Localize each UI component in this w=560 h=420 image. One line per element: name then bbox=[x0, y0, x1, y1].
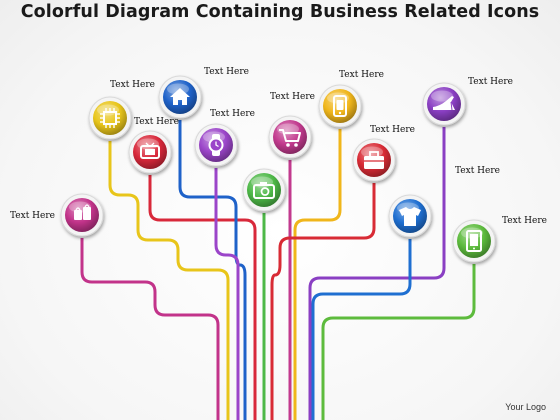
page-title: Colorful Diagram Containing Business Rel… bbox=[20, 2, 540, 22]
connector-line-4 bbox=[178, 120, 247, 420]
node-label-10: Text Here bbox=[468, 77, 513, 87]
node-label-1: Text Here bbox=[10, 211, 55, 221]
connector-line-12 bbox=[321, 264, 476, 420]
node-7 bbox=[268, 115, 312, 159]
logo-placeholder: Your Logo bbox=[505, 402, 546, 412]
tv-icon bbox=[140, 142, 160, 159]
node-label-12: Text Here bbox=[502, 216, 547, 226]
node-6 bbox=[242, 168, 286, 212]
connector-line-8 bbox=[293, 129, 342, 420]
node-1 bbox=[60, 193, 104, 237]
node-label-11: Text Here bbox=[455, 166, 500, 176]
node-label-3: Text Here bbox=[134, 117, 179, 127]
node-3 bbox=[128, 130, 172, 174]
node-4 bbox=[158, 75, 202, 119]
chip-icon bbox=[100, 108, 120, 128]
connector-lines bbox=[80, 120, 476, 420]
watch-icon bbox=[208, 134, 224, 156]
node-12 bbox=[452, 219, 496, 263]
node-label-7: Text Here bbox=[270, 92, 315, 102]
node-disc bbox=[273, 120, 307, 154]
home-icon bbox=[170, 88, 190, 105]
node-10 bbox=[422, 82, 466, 126]
node-label-8: Text Here bbox=[339, 70, 384, 80]
node-11 bbox=[388, 194, 432, 238]
connector-line-1 bbox=[80, 238, 220, 420]
node-2 bbox=[88, 96, 132, 140]
shopping-bags-icon bbox=[74, 204, 91, 220]
node-label-5: Text Here bbox=[210, 109, 255, 119]
node-label-2: Text Here bbox=[110, 80, 155, 90]
connector-line-5 bbox=[214, 168, 240, 420]
node-label-4: Text Here bbox=[204, 67, 249, 77]
node-9 bbox=[352, 138, 396, 182]
tablet-icon bbox=[466, 230, 482, 252]
node-5 bbox=[194, 123, 238, 167]
shoe-icon bbox=[433, 96, 455, 111]
shirt-icon bbox=[399, 207, 421, 226]
briefcase-icon bbox=[364, 151, 384, 169]
node-disc bbox=[93, 101, 127, 135]
shopping-cart-icon bbox=[279, 129, 301, 147]
connector-line-9 bbox=[270, 183, 376, 420]
connector-line-11 bbox=[311, 239, 412, 420]
connector-line-2 bbox=[108, 141, 230, 420]
node-label-9: Text Here bbox=[370, 125, 415, 135]
icon-nodes bbox=[60, 75, 496, 263]
connector-line-10 bbox=[308, 127, 446, 420]
connector-line-3 bbox=[148, 175, 257, 420]
camera-icon bbox=[253, 182, 275, 199]
phone-icon bbox=[333, 95, 347, 117]
node-8 bbox=[318, 84, 362, 128]
